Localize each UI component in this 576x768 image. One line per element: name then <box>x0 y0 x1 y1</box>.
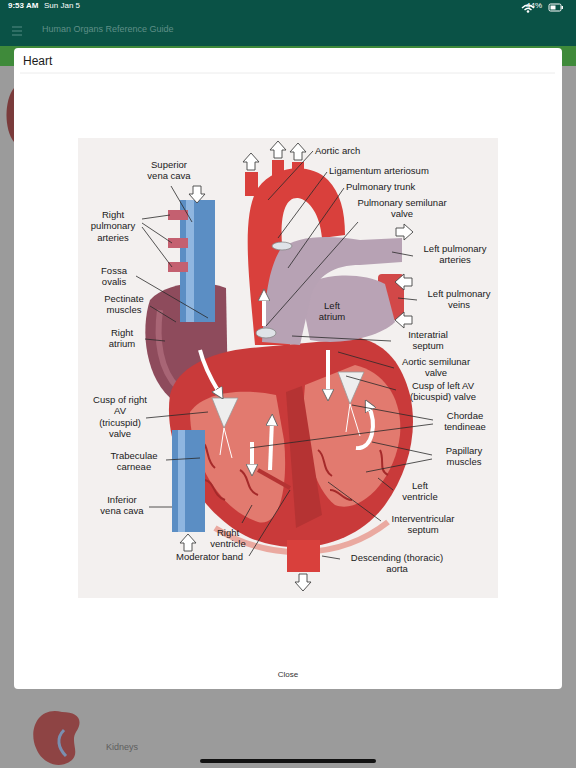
battery-tip <box>562 6 564 9</box>
flow-arrow <box>326 350 330 395</box>
part-label: Right ventricle <box>201 527 256 550</box>
part-label: Inferior vena cava <box>97 494 147 517</box>
pulmonary-valve <box>272 242 292 250</box>
wifi-dot <box>527 10 530 13</box>
chordae-strands <box>220 404 360 458</box>
tricuspid-cusp <box>212 398 238 428</box>
flow-arrow <box>250 442 254 470</box>
status-date: Sun Jan 5 <box>44 1 80 11</box>
battery-fill <box>551 6 556 10</box>
status-time: 9:53 AM <box>8 1 38 11</box>
part-label: Fossa ovalis <box>94 265 134 288</box>
part-label: Left pulmonary veins <box>419 288 499 311</box>
battery-icon <box>549 4 561 11</box>
vessel-highlight <box>178 430 185 532</box>
list-item-name: Kidneys <box>106 742 138 753</box>
flow-arrow <box>270 141 286 158</box>
menu-icon <box>12 27 22 35</box>
part-label: Left pulmonary arteries <box>415 243 495 266</box>
bicuspid-cusp <box>338 372 364 404</box>
right-pulmonary-artery <box>168 238 188 248</box>
leader-lines <box>136 151 433 559</box>
part-label: Pectinate muscles <box>99 293 149 316</box>
modal-title: Heart <box>23 54 52 68</box>
part-label: Cusp of right AV (tricuspid) valve <box>93 394 148 440</box>
part-label: Aortic arch <box>315 145 360 156</box>
part-label: Trabeculae carneae <box>104 450 164 473</box>
pulmonary-trunk-shape <box>262 237 402 345</box>
right-pulmonary-artery <box>168 210 188 220</box>
flow-arrow <box>396 224 413 240</box>
modal-divider <box>20 73 555 74</box>
flow-arrow <box>200 350 220 394</box>
illustration-ground <box>78 138 498 598</box>
close-button: Close <box>258 670 318 680</box>
part-label: Pulmonary semilunar valve <box>350 197 455 220</box>
flow-arrow <box>189 186 205 203</box>
part-label: Cusp of left AV (bicuspid) valve <box>398 380 488 403</box>
flow-arrow <box>290 143 306 160</box>
septum-shape <box>286 386 322 528</box>
part-label: Left ventricle <box>395 480 445 503</box>
app-title: Human Organs Reference Guide <box>42 24 174 35</box>
part-label: Superior vena cava <box>143 159 195 182</box>
flow-arrow <box>180 534 196 551</box>
kidney-vessel <box>59 730 66 756</box>
flow-arrow <box>395 274 412 290</box>
part-label: Descending (thoracic) aorta <box>342 552 452 575</box>
organ-thumbnail <box>7 88 15 142</box>
part-label: Chordae tendineae <box>435 410 495 433</box>
part-label: Right atrium <box>100 327 145 350</box>
part-label: Ligamentum arteriosum <box>329 165 429 176</box>
header-bar <box>0 0 576 46</box>
inferior-vena-cava-shape <box>172 430 205 532</box>
flow-arrow <box>295 574 311 591</box>
modal-panel <box>14 48 562 689</box>
descending-aorta-shape <box>287 540 320 572</box>
part-label: Aortic semilunar valve <box>396 356 476 379</box>
flow-arrow <box>262 295 266 326</box>
part-label: Right pulmonary arteries <box>86 209 141 243</box>
part-label: Pulmonary trunk <box>346 181 415 192</box>
battery-level: 44% <box>526 1 542 11</box>
home-indicator <box>200 759 376 763</box>
flow-arrow <box>243 153 259 170</box>
kidney-icon <box>33 711 79 765</box>
part-label: Left atrium <box>312 300 352 323</box>
part-label: Papillary muscles <box>434 445 494 468</box>
part-label: Interventricular septum <box>383 513 463 536</box>
right-pulmonary-artery <box>168 262 188 272</box>
flow-arrow <box>395 312 412 328</box>
part-label: Interatrial septum <box>393 329 463 352</box>
aortic-valve <box>256 328 276 338</box>
left-ventricle-chamber <box>304 365 401 507</box>
part-label: Moderator band <box>176 551 243 562</box>
flow-arrow <box>356 405 373 448</box>
moderator-band-shape <box>258 470 290 488</box>
